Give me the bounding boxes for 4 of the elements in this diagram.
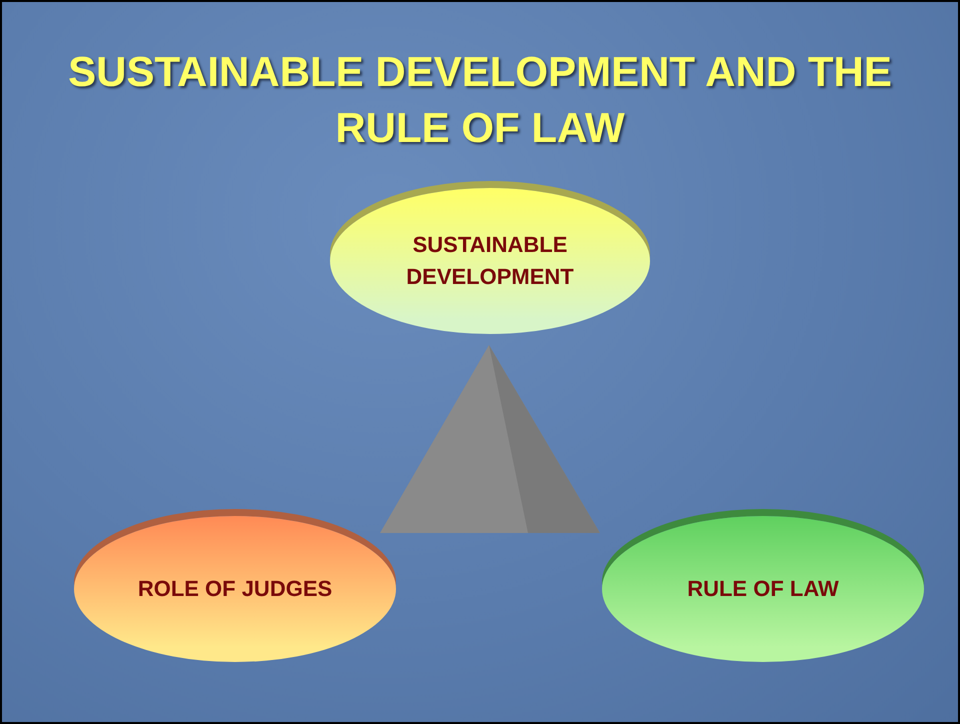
node-label: SUSTAINABLE DEVELOPMENT — [405, 231, 575, 291]
node-label: RULE OF LAW — [686, 575, 840, 603]
slide-title: SUSTAINABLE DEVELOPMENT AND THE RULE OF LAW — [67, 47, 893, 153]
node-label: ROLE OF JUDGES — [136, 575, 334, 603]
